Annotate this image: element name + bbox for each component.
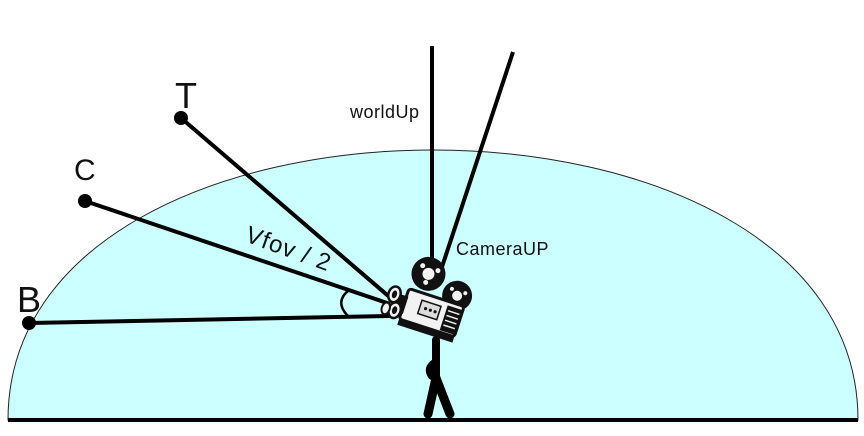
- ray-to-t: [179, 116, 395, 302]
- point-c-label: C: [74, 154, 96, 187]
- point-t: [174, 111, 188, 125]
- point-b-label: B: [17, 279, 41, 320]
- movie-camera-icon: [380, 256, 473, 343]
- point-c: [78, 194, 92, 208]
- point-b: [22, 316, 36, 330]
- ray-to-b: [28, 314, 391, 325]
- world-up-label: worldUp: [349, 102, 420, 122]
- fov-angle-arc: [340, 289, 350, 317]
- ray-to-c: [84, 199, 391, 306]
- camera-up-line: [435, 51, 515, 283]
- stick-figure-icon: [423, 336, 455, 419]
- camera-up-label: CameraUP: [456, 239, 549, 259]
- point-t-label: T: [175, 75, 197, 116]
